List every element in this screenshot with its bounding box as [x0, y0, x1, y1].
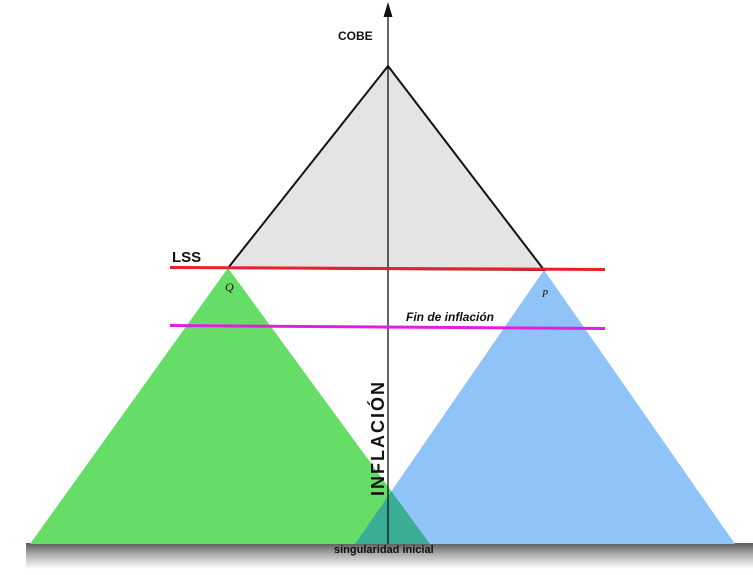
end-of-inflation-label: Fin de inflación [406, 310, 494, 324]
lss-label: LSS [172, 249, 201, 266]
grey-light-cone-cobe [225, 64, 547, 272]
point-q-label: Q [225, 280, 234, 294]
inflation-label: INFLACIÓN [367, 380, 388, 496]
lss-line [169, 266, 606, 271]
cobe-label: COBE [338, 29, 373, 43]
green-light-cone-q [30, 268, 430, 544]
blue-light-cone-p [355, 270, 735, 544]
initial-singularity-label: singularidad inicial [334, 544, 434, 556]
time-axis-arrowhead [383, 2, 393, 17]
end-of-inflation-line [169, 324, 606, 330]
point-p-label: P [541, 289, 548, 300]
floor-shadow [26, 543, 753, 569]
